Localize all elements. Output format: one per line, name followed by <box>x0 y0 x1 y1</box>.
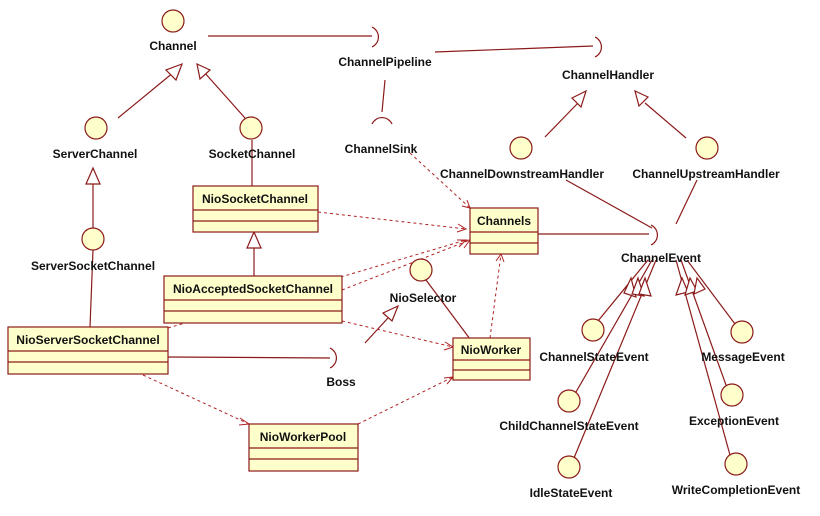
socket-channel-interface-icon <box>239 116 263 140</box>
class-channels: Channels <box>469 207 539 255</box>
upstream-generalization-arrow <box>634 89 650 108</box>
exception-event-interface-icon <box>720 383 744 407</box>
channel-handler-socket-icon <box>594 36 603 58</box>
socketchannel-generalization <box>203 71 246 119</box>
nioserver-channels-dependency <box>167 239 467 329</box>
class-nio-server-socket-channel: NioServerSocketChannel <box>7 326 169 375</box>
message-event-label: MessageEvent <box>701 350 784 364</box>
server-socket-channel-interface-icon <box>81 227 105 251</box>
channel-interface-icon <box>161 9 185 33</box>
accepted-generalization-arrow <box>246 230 262 249</box>
generalization-lines <box>85 62 687 344</box>
exception-generalization-arrow <box>675 276 689 296</box>
server-socket-channel-label: ServerSocketChannel <box>31 259 155 273</box>
channels-box <box>469 207 539 255</box>
nio-socket-channel-box <box>192 185 319 233</box>
downstream-generalization <box>544 102 579 138</box>
channel-pipeline-socket-icon <box>371 26 380 48</box>
channel-upstream-handler-label: ChannelUpstreamHandler <box>632 167 780 181</box>
event-generalization-arrows <box>623 276 706 298</box>
required-interfaces: ChannelPipeline ChannelHandler ChannelSi… <box>326 26 701 389</box>
idle-state-event-label: IdleStateEvent <box>530 486 613 500</box>
channel-pipeline-label: ChannelPipeline <box>338 55 432 69</box>
class-nio-worker: NioWorker <box>452 337 531 381</box>
nio-selector-interface-icon <box>409 258 433 282</box>
message-generalization-arrow <box>693 276 706 296</box>
server-channel-label: ServerChannel <box>53 147 138 161</box>
downstream-event-link <box>565 179 653 229</box>
message-event-interface-icon <box>730 320 754 344</box>
channel-sink-socket-icon <box>371 116 393 125</box>
channel-event-label: ChannelEvent <box>621 251 701 265</box>
selector-worker-link <box>425 279 471 340</box>
class-nio-socket-channel: NioSocketChannel <box>192 185 319 233</box>
nioserver-workerpool-dependency <box>142 374 250 425</box>
exception-event-link <box>680 259 727 386</box>
exception-event-label: ExceptionEvent <box>689 414 779 428</box>
channel-upstream-handler-interface-icon <box>695 136 719 160</box>
server-channel-interface-icon <box>84 116 108 140</box>
worker-channels-dependency <box>489 253 502 339</box>
socketchannel-generalization-arrow <box>196 62 212 81</box>
class-nio-accepted-socket-channel: NioAcceptedSocketChannel <box>163 275 343 324</box>
nioserver-boss-link <box>167 356 331 359</box>
write-completion-event-interface-icon <box>724 452 748 476</box>
niosocket-channels-dependency <box>317 211 467 230</box>
nio-worker-box <box>452 337 531 381</box>
dependency-lines <box>142 152 505 426</box>
channels-label: Channels <box>477 214 531 228</box>
downstream-generalization-arrow <box>570 89 587 109</box>
provided-interfaces: Channel ServerChannel SocketChannel Serv… <box>31 9 800 500</box>
accepted-worker-dependency <box>341 320 454 348</box>
nio-accepted-socket-channel-label: NioAcceptedSocketChannel <box>173 282 333 296</box>
workerpool-worker-dependency <box>357 376 454 425</box>
child-channel-state-event-label: ChildChannelStateEvent <box>499 419 638 433</box>
sink-channels-dependency <box>409 152 471 209</box>
serverchannel-generalization-arrow <box>164 62 184 82</box>
write-completion-event-label: WriteCompletionEvent <box>672 483 800 497</box>
channel-state-event-interface-icon <box>581 318 605 342</box>
boss-generalization-arrow <box>381 304 400 323</box>
channel-sink-label: ChannelSink <box>345 142 418 156</box>
channel-downstream-handler-interface-icon <box>509 136 533 160</box>
upstream-event-link <box>675 179 698 225</box>
channel-handler-label: ChannelHandler <box>562 68 654 82</box>
channel-state-event-label: ChannelStateEvent <box>539 350 648 364</box>
nio-worker-label: NioWorker <box>461 343 522 357</box>
serversocketchannel-nio-link <box>89 249 94 328</box>
nio-server-socket-channel-label: NioServerSocketChannel <box>16 333 159 347</box>
nioserver-workerpool-arrowhead <box>238 417 251 426</box>
idle-state-event-interface-icon <box>557 455 581 479</box>
channel-downstream-handler-label: ChannelDownstreamHandler <box>440 167 604 181</box>
pipeline-handler-link <box>434 45 594 53</box>
boss-socket-icon <box>329 347 338 369</box>
serverchannel-generalization <box>117 71 175 119</box>
pipeline-sink-link <box>381 79 386 113</box>
class-nio-worker-pool: NioWorkerPool <box>248 423 359 472</box>
message-event-link <box>686 259 736 325</box>
nio-worker-pool-label: NioWorkerPool <box>260 430 346 444</box>
niosocket-channels-arrowhead <box>456 223 468 233</box>
serversocketchannel-generalization-arrow <box>85 166 101 185</box>
boss-label: Boss <box>326 375 356 389</box>
accepted-channels-dependency <box>341 239 471 291</box>
upstream-generalization <box>644 102 687 139</box>
channel-event-socket-icon <box>650 224 659 246</box>
child-channel-state-event-interface-icon <box>557 389 581 413</box>
socket-channel-label: SocketChannel <box>209 147 296 161</box>
channel-label: Channel <box>149 39 196 53</box>
nio-socket-channel-label: NioSocketChannel <box>202 192 308 206</box>
idlestate-generalization-arrow <box>638 276 652 297</box>
nio-selector-label: NioSelector <box>390 291 457 305</box>
boss-generalization <box>364 317 389 344</box>
